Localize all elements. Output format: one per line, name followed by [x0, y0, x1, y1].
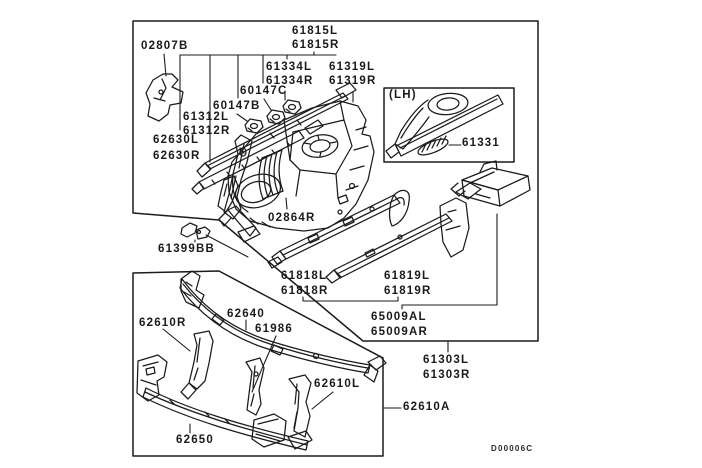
part-label-61303L: 61303L [423, 354, 470, 366]
part-label-62630R: 62630R [153, 150, 201, 162]
leader-lines [162, 51, 498, 434]
part-label-61399BB: 61399BB [158, 243, 215, 255]
part-65009-bracket [450, 160, 531, 207]
part-label-62610L: 62610L [314, 378, 361, 390]
radiator-support-box [132, 270, 384, 457]
part-61818-side-member [267, 189, 410, 269]
part-62650-lower-bar [136, 354, 309, 451]
part-label-61334L: 61334L [266, 61, 313, 73]
main-assembly-box [132, 20, 539, 342]
part-label-02864R: 02864R [268, 212, 316, 224]
part-label-61819R: 61819R [384, 285, 432, 297]
part-label-61334R: 61334R [266, 75, 314, 87]
part-62640-upper-bar [179, 270, 387, 383]
part-label-61986: 61986 [255, 323, 293, 335]
part-label-61319R: 61319R [329, 75, 377, 87]
part-label-62630L: 62630L [153, 134, 200, 146]
part-62610L-stay [287, 374, 313, 450]
part-61331-hatched [417, 135, 449, 156]
part-apron-lower-support [217, 175, 261, 243]
lh-inset-box [383, 87, 515, 163]
part-label-61331: 61331 [462, 137, 500, 149]
part-label-61815R: 61815R [292, 39, 340, 51]
part-label-60147C: 60147C [240, 85, 288, 97]
part-61819-side-member [325, 182, 482, 284]
part-61399BB-clip [180, 222, 211, 240]
part-61334-clip [282, 99, 302, 115]
part-label-02807B: 02807B [141, 40, 189, 52]
part-label-65009AL: 65009AL [371, 311, 427, 323]
lh-inset-drawing [385, 92, 504, 159]
lh-note: (LH) [389, 89, 417, 101]
part-label-61815L: 61815L [292, 25, 339, 37]
part-fender-shield-assembly [227, 100, 375, 232]
part-label-62650: 62650 [176, 434, 214, 446]
part-62610R-stay [180, 330, 214, 400]
part-label-60147B: 60147B [213, 100, 261, 112]
part-label-62610A: 62610A [403, 401, 451, 413]
part-label-61303R: 61303R [423, 369, 471, 381]
part-label-61312L: 61312L [183, 111, 230, 123]
part-02864R-reinforcement [258, 149, 284, 200]
part-label-61818R: 61818R [281, 285, 329, 297]
part-60147C-clip [266, 109, 286, 125]
part-label-61319L: 61319L [329, 61, 376, 73]
part-label-61312R: 61312R [183, 125, 231, 137]
drawing-code: D00006C [491, 444, 534, 453]
part-label-61819L: 61819L [384, 270, 431, 282]
part-02807B [145, 73, 184, 122]
part-label-65009AR: 65009AR [371, 326, 428, 338]
part-60147B-clip [244, 118, 264, 134]
part-label-62640: 62640 [227, 308, 265, 320]
part-61986-stay [245, 357, 265, 416]
part-label-62610R: 62610R [139, 317, 187, 329]
part-label-61818L: 61818L [281, 270, 328, 282]
